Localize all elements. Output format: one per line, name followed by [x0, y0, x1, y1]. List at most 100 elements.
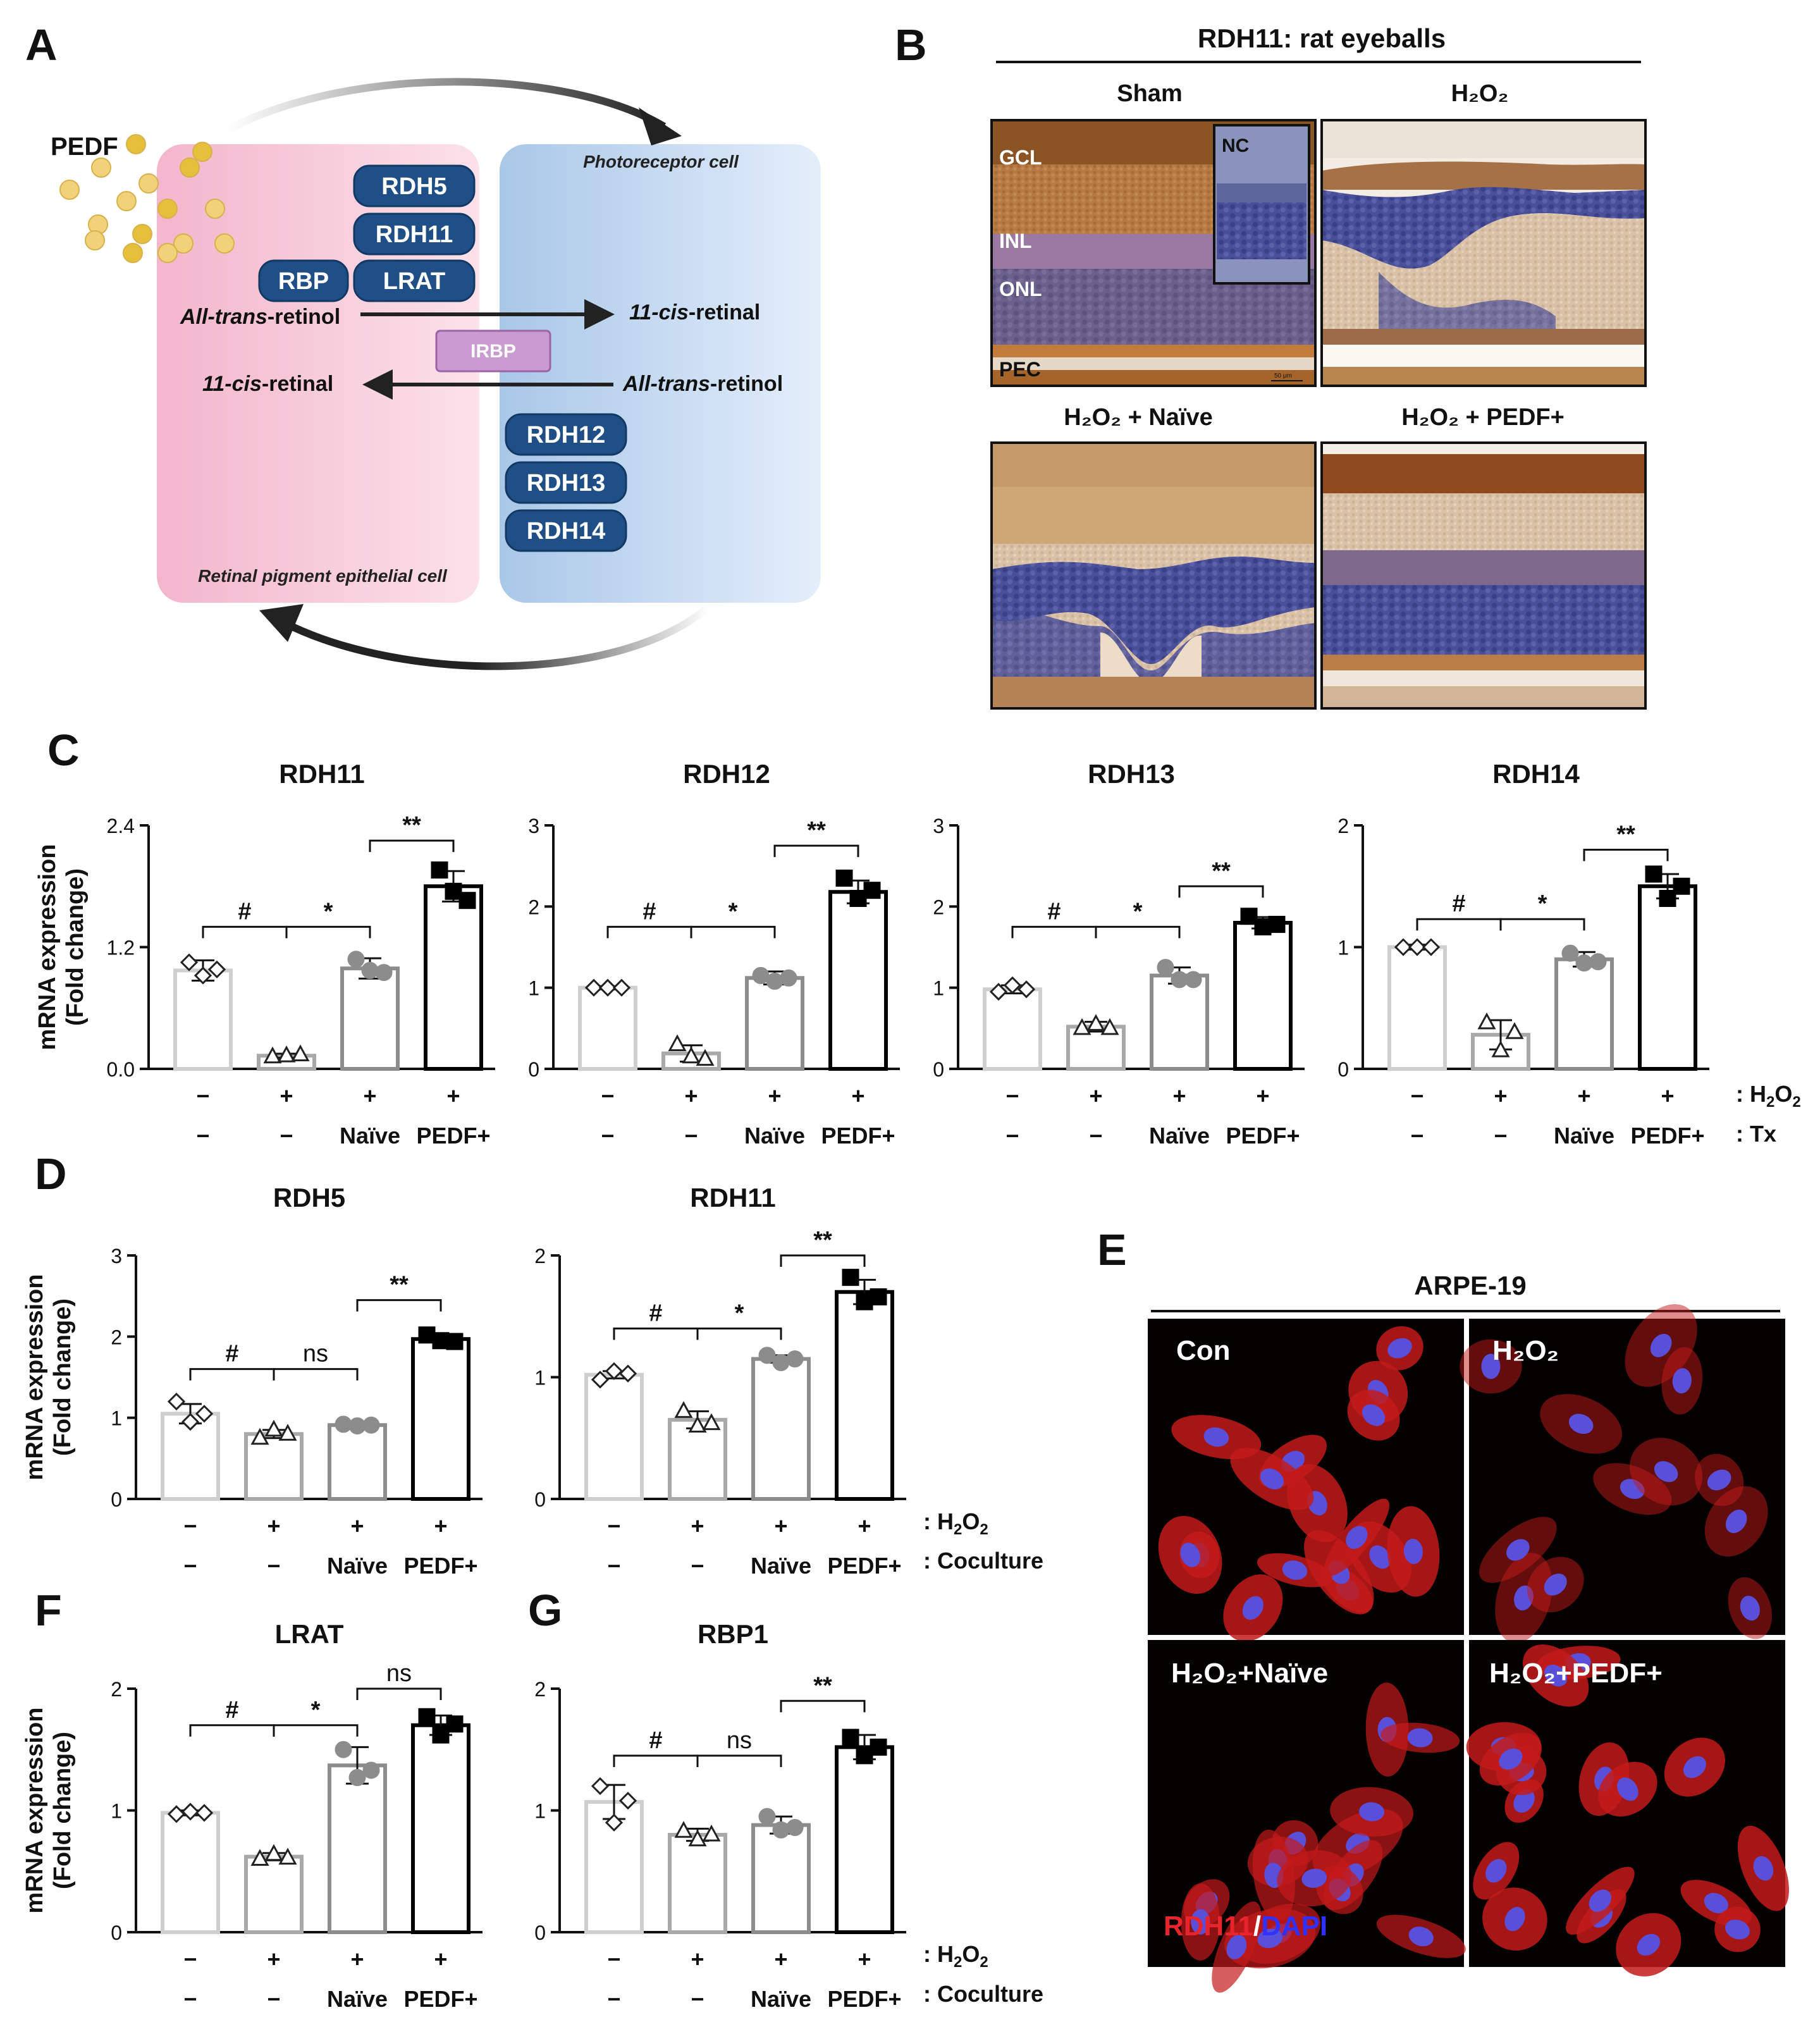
significance-bracket — [356, 1687, 442, 1700]
significance-bracket — [1416, 918, 1502, 931]
data-point — [1645, 865, 1663, 883]
g-h2o2-row-label: : H2O2 — [923, 1941, 988, 1971]
significance-label: # — [1452, 891, 1465, 917]
x-row1-label: + — [858, 1513, 871, 1539]
significance-label: # — [643, 898, 656, 925]
data-point — [347, 951, 365, 968]
bar — [751, 1823, 811, 1935]
y-tick-label: 0 — [534, 1488, 546, 1511]
x-row2-label: − — [1005, 1123, 1019, 1149]
x-row1-label: + — [1661, 1083, 1674, 1109]
y-tick-label: 1 — [534, 1367, 546, 1390]
significance-label: * — [1133, 898, 1143, 925]
pedf-particle — [157, 199, 178, 219]
panel-e-immunofluorescence: ARPE-19 Con H₂O₂ H₂O₂+Naïve H₂O₂+PEDF+ R… — [1148, 1271, 1789, 1993]
significance-label: # — [225, 1697, 238, 1723]
data-point — [688, 1829, 707, 1847]
layer-inl: INL — [999, 230, 1032, 252]
label-all-trans-retinol-photo: All-trans-retinol — [622, 372, 783, 396]
panel-a-diagram: PEDF Photoreceptor cell Retinal pigment … — [51, 78, 821, 670]
x-row1-label: + — [1172, 1083, 1186, 1109]
y-tick-label: 2 — [111, 1678, 122, 1701]
significance-bracket — [273, 1724, 359, 1737]
data-point — [772, 1353, 790, 1371]
pedf-particle — [138, 173, 159, 194]
c-h2o2-row-label: : H2O2 — [1736, 1081, 1801, 1111]
x-row1-label: − — [183, 1946, 197, 1972]
svg-text:RDH11: RDH11 — [376, 221, 453, 248]
x-row1-label: + — [434, 1513, 447, 1539]
pedf-particle — [59, 180, 80, 200]
bar — [584, 1372, 644, 1501]
data-point — [1157, 959, 1174, 977]
bar — [424, 884, 483, 1071]
panel-letter-a: A — [25, 20, 58, 70]
cell-nucleus — [1616, 1777, 1639, 1801]
bar — [828, 890, 888, 1071]
x-row2-label: − — [607, 1986, 620, 2012]
bar — [1233, 921, 1293, 1071]
enzyme-lrat: LRAT — [353, 259, 476, 302]
x-row2-label: − — [1410, 1123, 1423, 1149]
y-tick-label: 2 — [111, 1326, 122, 1348]
panel-b-title: RDH11: rat eyeballs — [1198, 23, 1446, 53]
pedf-particle — [192, 142, 212, 162]
significance-label: * — [729, 898, 738, 925]
data-point — [849, 890, 867, 907]
cell-nucleus — [1725, 1919, 1750, 1940]
x-row2-label: − — [267, 1986, 280, 2012]
significance-label: ns — [727, 1727, 752, 1754]
cell-nucleus — [1260, 1468, 1284, 1489]
data-point — [786, 1350, 804, 1368]
cell-nucleus — [1403, 1538, 1423, 1564]
data-point — [278, 1424, 297, 1441]
significance-bracket — [285, 925, 371, 939]
photoreceptor-cell-label: Photoreceptor cell — [583, 152, 739, 171]
x-row2-label: Naïve — [744, 1123, 805, 1149]
cell-nucleus — [1544, 1574, 1567, 1596]
cell-nucleus — [1740, 1596, 1760, 1621]
panel-e-title: ARPE-19 — [1414, 1271, 1526, 1300]
chart-title: RDH11 — [279, 759, 364, 789]
x-row1-label: + — [434, 1946, 447, 1972]
significance-bracket — [613, 1328, 699, 1340]
cell-nucleus — [1387, 1338, 1412, 1359]
x-row1-label: + — [691, 1946, 704, 1972]
x-row2-label: PEDF+ — [403, 1986, 477, 2012]
nc-inset-label: NC — [1222, 135, 1249, 156]
y-tick-label: 0 — [933, 1058, 944, 1081]
y-tick-label: 1 — [111, 1800, 122, 1823]
data-point — [989, 982, 1008, 1001]
x-row2-label: PEDF+ — [1226, 1123, 1300, 1149]
bar — [244, 1854, 304, 1934]
data-point — [772, 1821, 790, 1839]
data-point — [1003, 976, 1022, 994]
if-label-h2o2: H₂O₂ — [1492, 1335, 1559, 1366]
significance-label: * — [735, 1300, 744, 1327]
data-point — [758, 1347, 776, 1364]
x-row1-label: + — [774, 1513, 787, 1539]
d-coculture-row-label: : Coculture — [923, 1548, 1043, 1574]
significance-label: * — [324, 898, 333, 925]
x-row1-label: − — [183, 1513, 197, 1539]
x-row1-label: + — [267, 1513, 280, 1539]
significance-bracket — [202, 925, 288, 939]
x-row2-label: PEDF+ — [1630, 1123, 1704, 1149]
y-tick-label: 2.4 — [107, 815, 135, 837]
y-tick-label: 3 — [111, 1245, 122, 1267]
data-point — [674, 1401, 693, 1418]
panel-letter-c: C — [47, 725, 80, 775]
data-point — [1422, 938, 1441, 956]
x-row1-label: − — [607, 1513, 620, 1539]
significance-label: * — [311, 1697, 321, 1723]
y-tick-label: 1 — [933, 977, 944, 1000]
bar — [1150, 973, 1209, 1071]
data-point — [758, 1808, 776, 1825]
data-point — [278, 1847, 297, 1865]
data-point — [856, 1747, 873, 1765]
cell-nucleus — [1408, 1926, 1434, 1947]
cell-nucleus — [1301, 1868, 1327, 1888]
cell-nucleus — [1544, 1664, 1568, 1687]
